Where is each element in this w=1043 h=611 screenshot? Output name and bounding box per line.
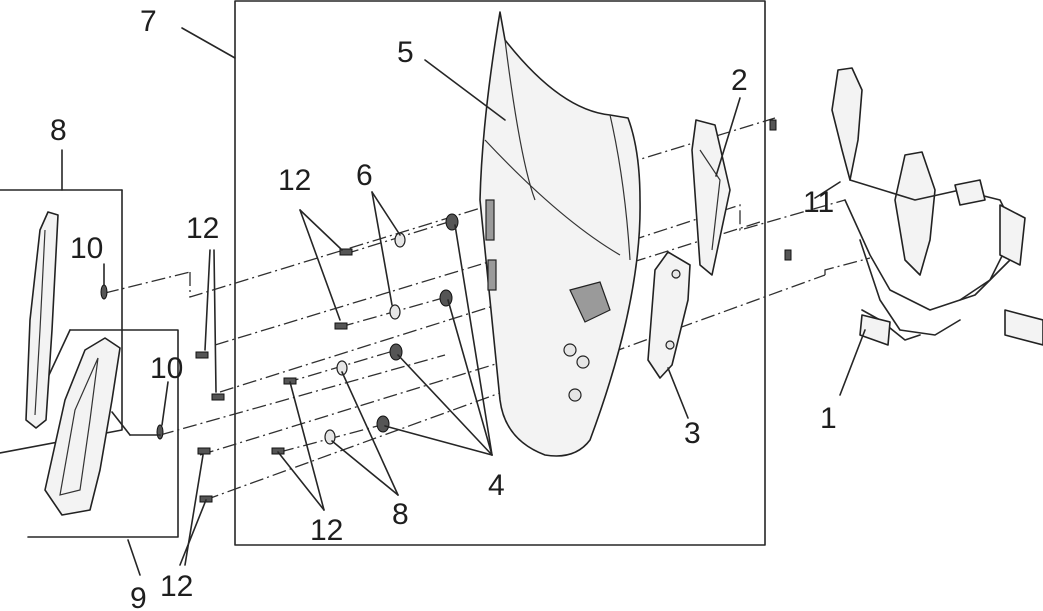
leader-lines — [61, 27, 866, 576]
group-box-7 — [234, 0, 766, 546]
callout-3: 3 — [684, 417, 701, 450]
fasteners — [195, 119, 792, 503]
callout-12-left-upper: 12 — [186, 212, 219, 245]
callout-12-left-lower: 12 — [160, 570, 193, 603]
callout-2: 2 — [731, 64, 748, 97]
callout-9: 9 — [130, 582, 147, 611]
side-panel-part-8 — [25, 211, 59, 429]
callout-6: 6 — [356, 159, 373, 192]
clips-part-6 — [389, 232, 406, 320]
callout-1: 1 — [820, 402, 837, 435]
callout-4: 4 — [488, 469, 505, 502]
frame-part-1 — [831, 67, 1043, 346]
trim-part-2 — [691, 119, 731, 276]
group-box-8 — [0, 189, 123, 454]
callout-12-mid-lower: 12 — [310, 514, 343, 547]
side-panel-part-9 — [44, 337, 121, 516]
callout-5: 5 — [397, 36, 414, 69]
grommets-part-4 — [376, 213, 459, 433]
callout-8-top: 8 — [50, 114, 67, 147]
callout-12-mid-upper: 12 — [278, 164, 311, 197]
callout-11: 11 — [803, 186, 834, 219]
clips-part-10 — [100, 284, 164, 440]
clips-part-8 — [324, 360, 348, 445]
side-piece-part-3 — [647, 251, 691, 379]
windshield-part-5 — [479, 11, 641, 457]
callout-10-bottom: 10 — [150, 352, 183, 385]
callout-labels: 7 5 2 8 12 6 11 12 10 10 1 3 4 8 12 12 9 — [50, 5, 837, 611]
callout-7: 7 — [140, 5, 157, 38]
callout-10-top: 10 — [70, 232, 103, 265]
callout-8-bottom: 8 — [392, 498, 409, 531]
